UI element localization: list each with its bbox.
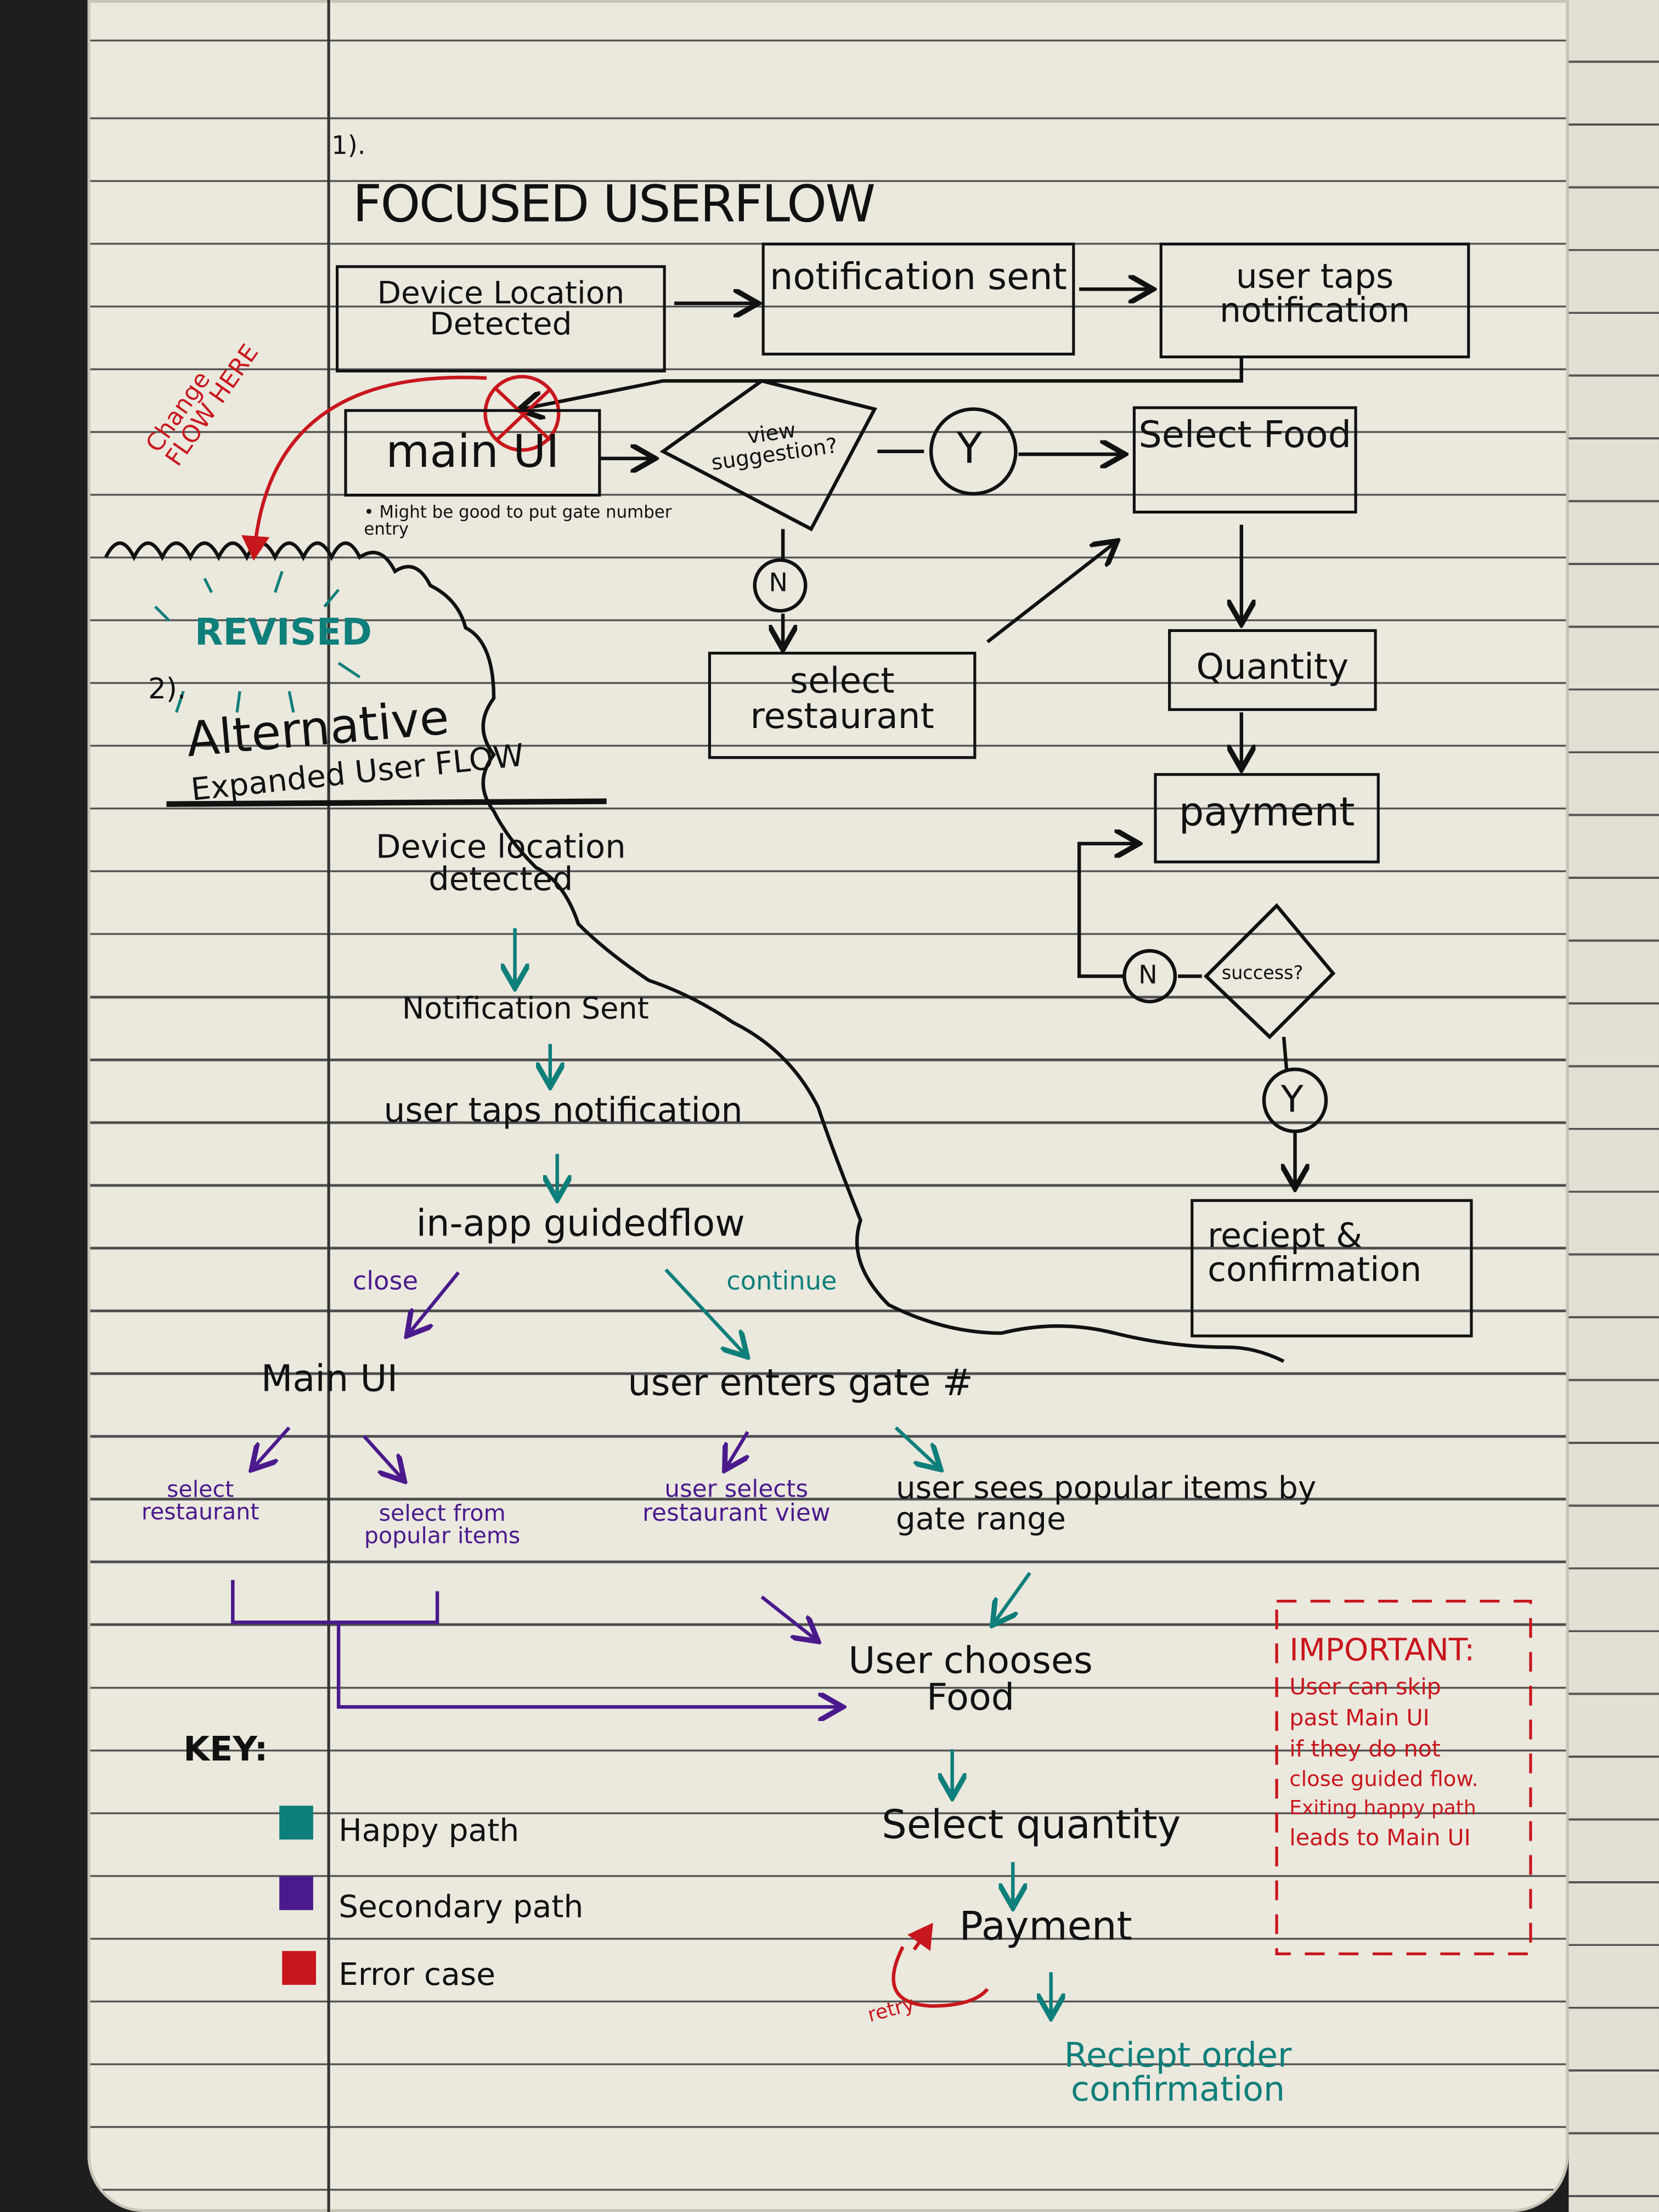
continue-label: continue <box>726 1267 837 1297</box>
close-label: close <box>352 1267 419 1297</box>
box-label: Quantity <box>1196 646 1349 687</box>
important-line: close guided flow. <box>1289 1766 1479 1792</box>
key-label-secondary: Secondary path <box>338 1890 584 1926</box>
box-label: Select Food <box>1138 414 1352 458</box>
yes-label: Y <box>956 424 983 474</box>
flow2-device-location: Device location detected <box>375 829 626 899</box>
decision-diamond <box>659 379 878 532</box>
key-swatch-secondary <box>279 1876 313 1910</box>
quantity-box: Quantity <box>1168 629 1377 711</box>
main-ui-box: main UI <box>344 409 601 497</box>
flow2-select-restaurant: select restaurant <box>141 1475 259 1525</box>
notebook-page <box>87 0 1569 2212</box>
payment-box: payment <box>1154 773 1380 864</box>
revised-stamp: REVISED <box>194 612 372 655</box>
flow2-select-popular: select from popular items <box>364 1499 521 1549</box>
flow2-receipt: Reciept order confirmation <box>1064 2035 1292 2109</box>
section-1-title: FOCUSED USERFLOW <box>352 176 876 234</box>
user-taps-box: user taps notification <box>1159 242 1470 359</box>
flow2-main-ui: Main UI <box>261 1358 398 1401</box>
flow2-select-quantity: Select quantity <box>882 1801 1181 1848</box>
success-label: success? <box>1221 963 1304 985</box>
important-title: IMPORTANT: <box>1289 1633 1475 1669</box>
key-label-happy: Happy path <box>338 1814 520 1850</box>
select-food-box: Select Food <box>1132 406 1357 514</box>
flow2-chooses-food: User chooses Food <box>848 1640 1093 1720</box>
no-label-2: N <box>1138 961 1158 991</box>
facing-page <box>1568 0 1659 2212</box>
box-label: select restaurant <box>750 660 934 737</box>
flow2-selects-restaurant-view: user selects restaurant view <box>642 1475 831 1528</box>
yes-label-2: Y <box>1280 1079 1304 1122</box>
key-title: KEY: <box>183 1729 268 1769</box>
key-swatch-error <box>282 1951 316 1985</box>
receipt-box: reciept & confirmation <box>1190 1199 1473 1338</box>
box-label: user taps notification <box>1220 256 1410 330</box>
flow2-payment: Payment <box>959 1903 1132 1950</box>
flow2-notification-sent: Notification Sent <box>402 991 649 1026</box>
box-label: reciept & confirmation <box>1207 1216 1422 1290</box>
flow2-user-taps: user taps notification <box>383 1090 743 1130</box>
flow2-guided-flow: in-app guidedflow <box>416 1203 745 1246</box>
section-1-number: 1). <box>331 131 366 161</box>
select-restaurant-box: select restaurant <box>708 651 977 759</box>
box-label: payment <box>1178 788 1355 836</box>
important-line: leads to Main UI <box>1289 1824 1471 1851</box>
flow2-enters-gate: user enters gate # <box>628 1362 973 1406</box>
key-label-error: Error case <box>338 1958 496 1994</box>
box-label: main UI <box>386 424 560 478</box>
important-note: IMPORTANT: User can skip past Main UI if… <box>1289 1633 1529 1851</box>
section-2-number: 2). <box>148 671 187 706</box>
margin-line <box>327 0 330 2212</box>
important-line: past Main UI <box>1289 1704 1430 1731</box>
important-line: Exiting happy path <box>1289 1797 1476 1820</box>
box-label: notification sent <box>770 256 1067 300</box>
success-diamond <box>1203 903 1336 1040</box>
no-label: N <box>769 568 788 599</box>
important-line: User can skip <box>1289 1673 1441 1700</box>
device-location-box: Device Location Detected <box>335 265 666 373</box>
box-label: Device Location Detected <box>377 276 625 343</box>
key-swatch-happy <box>279 1805 313 1840</box>
important-line: if they do not <box>1289 1735 1441 1762</box>
flow2-sees-popular: user sees popular items by gate range <box>895 1471 1317 1538</box>
notification-sent-box: notification sent <box>761 242 1075 356</box>
gate-number-note: • Might be good to put gate number entry <box>364 502 672 539</box>
